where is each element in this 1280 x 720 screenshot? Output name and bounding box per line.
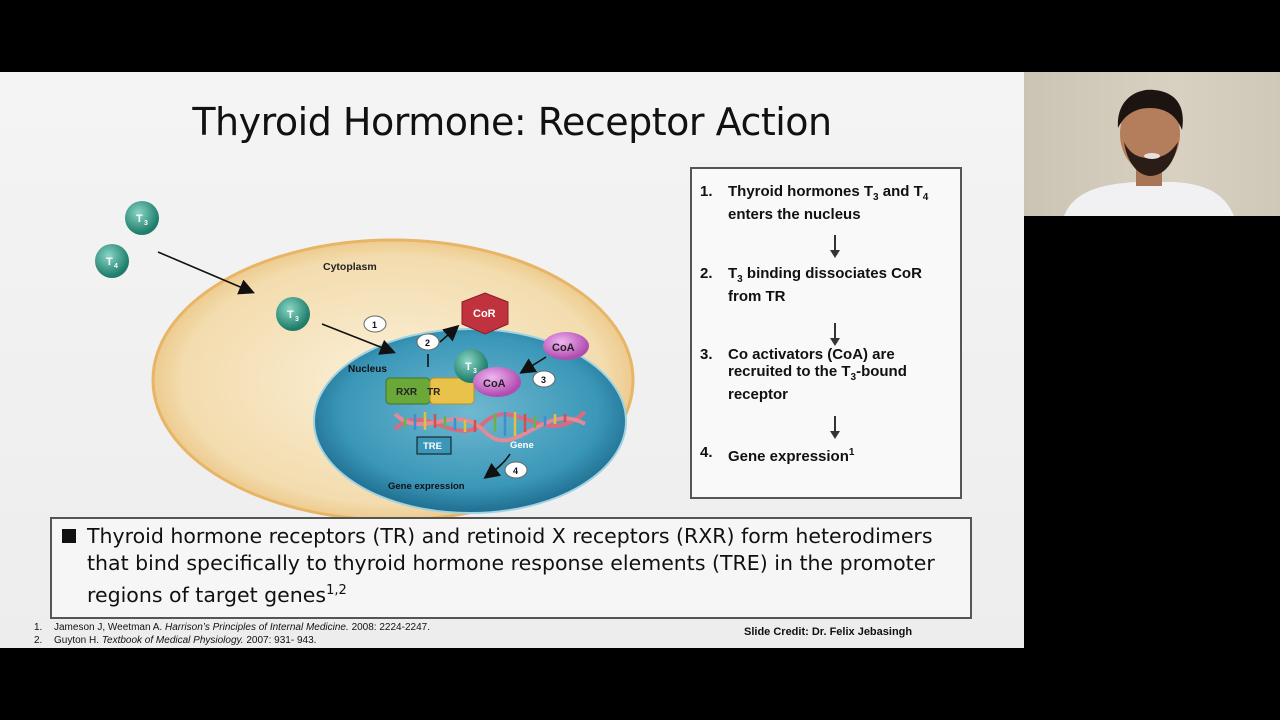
step-marker-1: 1 (363, 315, 387, 333)
down-arrow-icon (830, 416, 840, 440)
presenter-video-icon (1064, 89, 1234, 216)
references: 1. Jameson J, Weetman A. Harrison’s Prin… (34, 621, 430, 647)
svg-text:3: 3 (144, 220, 148, 227)
entry-arrow (157, 251, 255, 295)
svg-text:3: 3 (295, 316, 299, 323)
reference-1: 1. Jameson J, Weetman A. Harrison’s Prin… (34, 622, 430, 633)
coa-recruit-arrow (519, 356, 547, 374)
t3-hormone-cytoplasm: T 3 (276, 297, 310, 331)
svg-text:4: 4 (513, 466, 518, 476)
svg-text:CoA: CoA (483, 378, 506, 390)
tr-receptor: TR (427, 377, 475, 405)
summary-bullet-box: Thyroid hormone receptors (TR) and retin… (50, 517, 972, 619)
svg-text:3: 3 (541, 375, 546, 385)
svg-text:3: 3 (473, 368, 477, 375)
webcam-feed (1024, 72, 1280, 216)
step-2: 2. T3 binding dissociates CoR from TR (700, 265, 922, 305)
svg-text:TRE: TRE (423, 441, 442, 452)
svg-text:4: 4 (114, 263, 118, 270)
svg-text:T: T (106, 256, 113, 268)
svg-text:TR: TR (427, 387, 441, 398)
dna-helix (393, 410, 587, 443)
cor-dissociation-arrow (439, 324, 460, 343)
presentation-slide: Thyroid Hormone: Receptor Action (0, 72, 1024, 648)
reference-2: 2. Guyton H. Textbook of Medical Physiol… (34, 635, 317, 646)
square-bullet-icon (62, 529, 76, 543)
step-4: 4. Gene expression1 (700, 444, 855, 465)
coa-coactivator-bound: CoA (473, 367, 521, 397)
step-marker-4: 4 (504, 461, 528, 479)
gene-expression-arrow (483, 453, 511, 479)
cytoplasm-label: Cytoplasm (323, 261, 377, 273)
coa-coactivator-free: CoA (543, 332, 589, 360)
svg-text:T: T (136, 213, 143, 225)
slide-credit: Slide Credit: Dr. Felix Jebasingh (744, 626, 913, 638)
step-marker-2: 2 (416, 333, 440, 351)
step-marker-3: 3 (532, 370, 556, 388)
step-1: 1. Thyroid hormones T3 and T4 enters the… (700, 183, 929, 223)
tre-box: TRE (416, 436, 452, 455)
gene-label: Gene (510, 440, 534, 451)
step-3: 3. Co activators (CoA) are recruited to … (700, 346, 907, 403)
summary-bullet-text: Thyroid hormone receptors (TR) and retin… (87, 524, 935, 607)
gene-expression-label: Gene expression (388, 481, 465, 492)
t4-hormone-outside: T 4 (95, 244, 129, 278)
rxr-receptor: RXR (385, 377, 431, 405)
steps-panel: 1. Thyroid hormones T3 and T4 enters the… (690, 167, 962, 499)
svg-text:RXR: RXR (396, 387, 418, 398)
nucleus-entry-arrow (321, 323, 396, 355)
svg-text:T: T (287, 309, 294, 321)
receptor-action-diagram: Cytoplasm Nucleus T 3 T 4 T 3 1 (95, 201, 635, 522)
svg-text:2: 2 (425, 338, 430, 348)
down-arrow-icon (830, 323, 840, 347)
nucleus-label: Nucleus (348, 364, 387, 375)
t3-hormone-outside: T 3 (125, 201, 159, 235)
svg-text:T: T (465, 361, 472, 373)
svg-text:CoR: CoR (473, 308, 496, 320)
svg-text:CoA: CoA (552, 342, 575, 354)
svg-text:1: 1 (372, 320, 377, 330)
down-arrow-icon (830, 235, 840, 259)
slide-title: Thyroid Hormone: Receptor Action (192, 100, 832, 144)
cor-corepressor: CoR (461, 292, 509, 335)
